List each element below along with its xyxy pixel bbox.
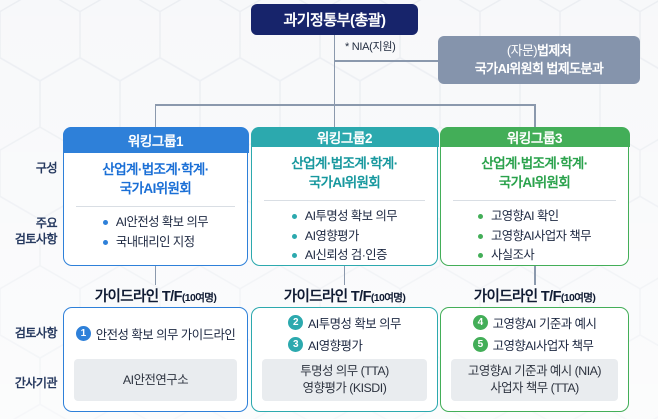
connector-tf-group3 [534,266,536,285]
tf-box-group3: 4 고영향AI 기준과 예시 5 고영향AI사업자 책무 고영향AI 기준과 예… [440,307,629,412]
ministry-box: 과기정통부(총괄) [251,4,418,35]
connector-stub-group3 [534,104,536,127]
working-group-1-title: 워킹그룹1 [62,126,249,153]
review-item: AI안전성 확보 의무 [102,213,209,233]
task-item: 2 AI투명성 확보 의무 [288,314,401,332]
working-group-1-box: 워킹그룹1 산업계·법조계·학계· 국가AI위원회 AI안전성 확보 의무 국내… [62,126,249,266]
review-item: 사실조사 [477,246,591,266]
nia-support-note: * NIA(지원) [345,41,396,53]
advisory-line1: (자문)법제처 [506,43,572,59]
advisory-box: (자문)법제처 국가AI위원회 법제도분과 [438,36,640,84]
divider [453,199,616,201]
task-number-badge: 5 [472,337,488,352]
working-group-3-box: 워킹그룹3 산업계·법조계·학계· 국가AI위원회 고영향AI 확인 고영향AI… [439,126,630,267]
task-text: 안전성 확보 의무 가이드라인 [95,327,236,342]
task-number-badge: 3 [288,337,304,352]
task-item: 5 고영향AI사업자 책무 [472,336,597,354]
task-number-badge: 4 [472,315,488,330]
working-group-1-composition: 산업계·법조계·학계· 국가AI위원회 [102,161,209,197]
row-label-composition: 구성 [35,161,58,175]
task-item: 4 고영향AI 기준과 예시 [472,314,597,332]
connector-stub-group1 [154,104,156,127]
tf-title-group2: 가이드라인 T/F(10여명) [283,289,406,305]
working-group-2-box: 워킹그룹2 산업계·법조계·학계· 국가AI위원회 AI투명성 확보 의무 AI… [250,126,439,267]
secretariat-box-group3: 고영향AI 기준과 예시 (NIA) 사업자 책무 (TTA) [451,359,618,401]
review-item: 고영향AI사업자 책무 [477,227,592,247]
review-item: 국내대리인 지정 [102,233,208,253]
task-text: AI영향평가 [308,338,363,353]
task-item: 1 안전성 확보 의무 가이드라인 [75,325,236,343]
tf-title-group1: 가이드라인 T/F(10여명) [94,289,217,305]
secretariat-box-group1: AI안전연구소 [74,359,237,401]
row-label-secretariat: 간사기관 [14,376,58,390]
secretariat-box-group2: 투명성 의무 (TTA) 영향평가 (KISDI) [262,359,427,401]
working-group-3-composition: 산업계·법조계·학계· 국가AI위원회 [481,155,588,191]
tf-tasks-group3: 4 고영향AI 기준과 예시 5 고영향AI사업자 책무 [472,308,597,359]
task-text: 고영향AI 기준과 예시 [492,316,597,331]
row-label-main-review: 주요 검토사항 [14,216,58,246]
working-group-3-review-items: 고영향AI 확인 고영향AI사업자 책무 사실조사 [477,205,592,267]
working-group-2-composition: 산업계·법조계·학계· 국가AI위원회 [291,155,398,191]
review-item: AI영향평가 [291,227,397,247]
divider [264,199,425,201]
working-group-1-review-items: AI안전성 확보 의무 국내대리인 지정 [102,211,209,253]
tf-title-group3: 가이드라인 T/F(10여명) [473,289,596,305]
connector-tf-group1 [154,266,156,285]
row-label-review: 검토사항 [14,326,58,340]
task-item: 3 AI영향평가 [288,336,401,354]
working-group-2-title: 워킹그룹2 [250,126,439,147]
connector-advisory-branch [334,60,438,62]
divider [76,205,235,207]
task-number-badge: 1 [75,326,91,341]
tf-box-group2: 2 AI투명성 확보 의무 3 AI영향평가 투명성 의무 (TTA) 영향평가… [251,307,438,412]
review-item: AI신뢰성 검·인증 [291,246,397,266]
tf-tasks-group2: 2 AI투명성 확보 의무 3 AI영향평가 [288,308,401,359]
working-group-3-title: 워킹그룹3 [439,126,630,147]
review-item: 고영향AI 확인 [477,207,591,227]
advisory-line2: 국가AI위원회 법제도분과 [474,61,604,76]
task-text: AI투명성 확보 의무 [308,316,401,331]
task-number-badge: 2 [288,315,304,330]
connector-tf-group2 [343,266,345,285]
review-item: AI투명성 확보 의무 [291,207,398,227]
task-text: 고영향AI사업자 책무 [492,338,594,353]
connector-main-horizontal [155,104,535,106]
connector-trunk-vertical [333,35,335,127]
working-group-2-review-items: AI투명성 확보 의무 AI영향평가 AI신뢰성 검·인증 [291,205,398,267]
tf-tasks-group1: 1 안전성 확보 의무 가이드라인 [75,308,236,359]
tf-box-group1: 1 안전성 확보 의무 가이드라인 AI안전연구소 [63,307,248,412]
